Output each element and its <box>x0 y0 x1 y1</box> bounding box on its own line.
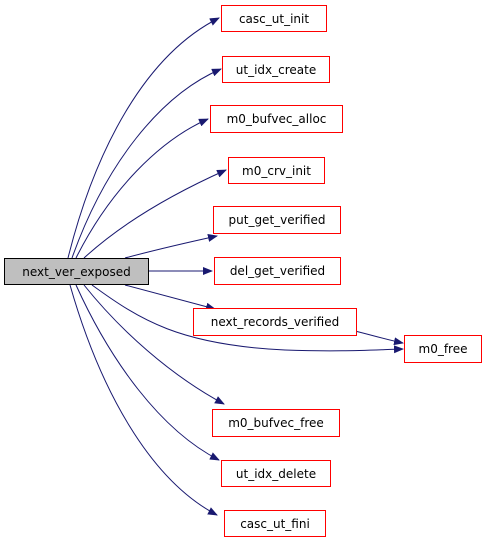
node-del-get-verified[interactable]: del_get_verified <box>214 257 341 285</box>
node-m0-bufvec-free[interactable]: m0_bufvec_free <box>212 409 340 437</box>
edge-next-ver-exposed-to-m0-bufvec-free <box>83 284 225 405</box>
node-next-ver-exposed[interactable]: next_ver_exposed <box>4 258 149 285</box>
edge-next-ver-exposed-to-m0-bufvec-alloc <box>75 118 209 259</box>
edge-next-ver-exposed-to-next-records-verified <box>124 284 216 311</box>
node-ut-idx-delete[interactable]: ut_idx_delete <box>221 460 331 487</box>
node-m0-bufvec-alloc[interactable]: m0_bufvec_alloc <box>210 105 343 133</box>
edge-next-records-verified-to-m0-free <box>354 330 404 346</box>
edge-next-ver-exposed-to-put-get-verified <box>124 234 218 259</box>
edge-next-ver-exposed-to-m0-free <box>91 284 404 354</box>
node-m0-crv-init[interactable]: m0_crv_init <box>228 157 325 184</box>
node-m0-free[interactable]: m0_free <box>404 335 482 363</box>
node-casc-ut-fini[interactable]: casc_ut_fini <box>224 510 326 537</box>
node-casc-ut-init[interactable]: casc_ut_init <box>221 5 327 32</box>
edge-next-ver-exposed-to-casc-ut-fini <box>69 284 218 516</box>
node-ut-idx-create[interactable]: ut_idx_create <box>222 56 330 83</box>
edge-next-ver-exposed-to-casc-ut-init <box>67 17 220 259</box>
edge-next-ver-exposed-to-m0-crv-init <box>83 169 227 259</box>
node-next-records-verified[interactable]: next_records_verified <box>193 308 357 336</box>
edge-next-ver-exposed-to-ut-idx-delete <box>75 284 220 461</box>
edge-next-ver-exposed-to-ut-idx-create <box>71 68 222 259</box>
node-put-get-verified[interactable]: put_get_verified <box>213 206 341 234</box>
